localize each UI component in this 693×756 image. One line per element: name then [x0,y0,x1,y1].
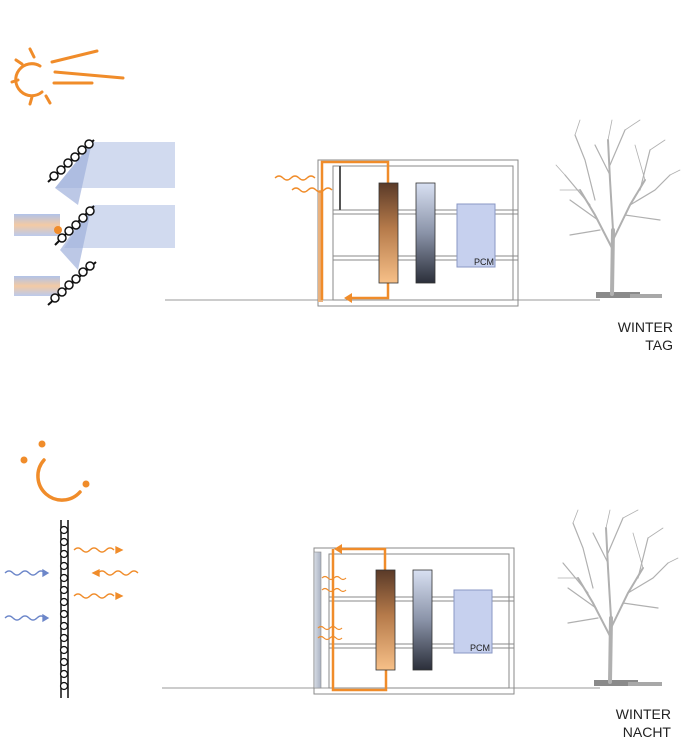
pcm-box [453,589,493,654]
facade-panel [313,551,322,689]
closed-shutter-wall [59,520,69,698]
scene-label-time: NACHT [622,724,671,740]
scene-label-day: WINTER TAG [618,318,673,354]
scene-label-season: WINTER [615,706,671,722]
scene-label-season: WINTER [617,319,673,335]
incoming-ray [14,276,60,296]
solar-louver-assembly [14,139,175,306]
pcm-box [456,203,496,268]
heat-wave-icon [274,175,333,193]
scene-label-night: WINTER NACHT [616,705,671,741]
tree-icon [557,509,679,686]
incoming-ray [14,214,60,236]
facade-panel [318,190,323,302]
warm-storage-column [378,182,399,284]
pcm-label-day: PCM [474,257,494,267]
heat-flow-arrow [340,547,387,570]
heat-wave-icon [317,575,347,641]
sun-ray-band [55,142,92,205]
cool-storage-column [415,182,436,284]
cool-storage-column [412,569,433,671]
building-section-night [162,544,600,695]
sun-icon [10,47,125,106]
sun-ray-band [64,205,175,248]
tree-icon [555,119,681,298]
scene-label-time: TAG [645,337,673,353]
heat-flow-arrow [320,160,390,300]
warm-storage-column [375,569,396,671]
heat-wave-icon [73,545,139,601]
building-section-day [165,159,600,307]
moon-icon [20,440,90,502]
pcm-label-night: PCM [470,643,490,653]
cold-wave-icon [4,568,50,623]
